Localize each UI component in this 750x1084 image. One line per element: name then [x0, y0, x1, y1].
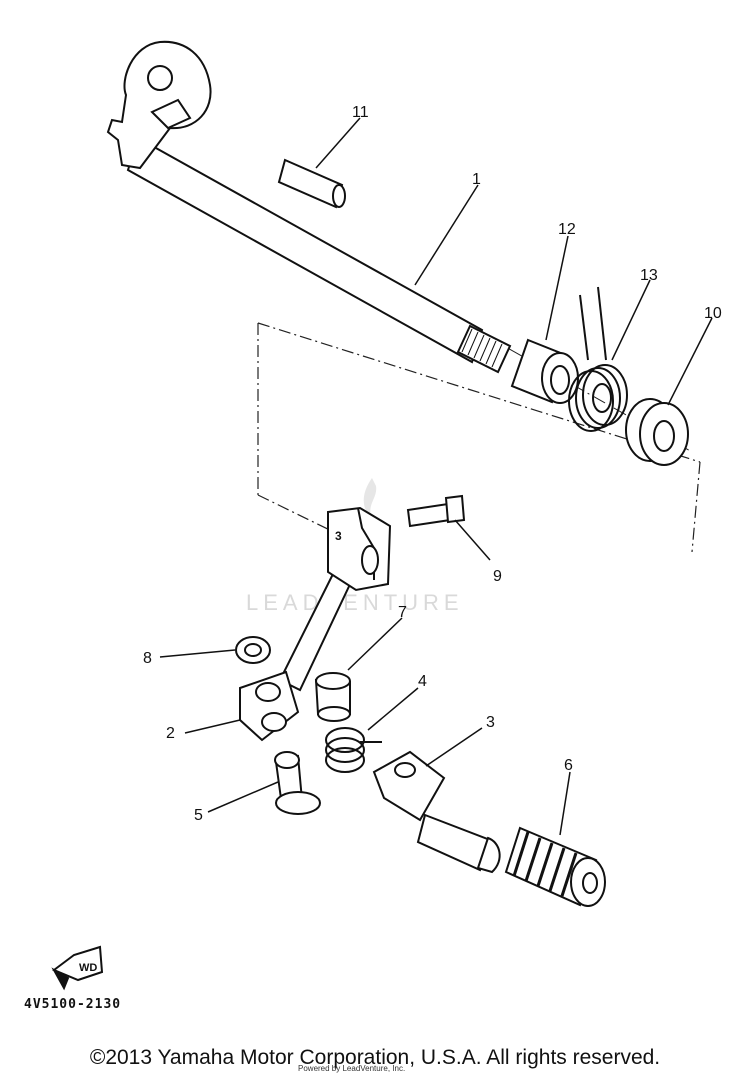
callout-11: 11 [352, 104, 369, 121]
part-3-shift-pedal [372, 750, 501, 874]
callout-13: 13 [640, 267, 658, 284]
callout-10: 10 [704, 305, 722, 322]
callout-5: 5 [194, 807, 203, 824]
callout-8: 8 [143, 650, 152, 667]
part-10-oil-seal [625, 398, 689, 466]
copyright-notice: ©2013 Yamaha Motor Corporation, U.S.A. A… [89, 1046, 661, 1069]
callout-1: 1 [472, 171, 481, 188]
part-12-collar [510, 338, 579, 404]
reference-box [257, 322, 701, 553]
part-1-shift-shaft [106, 40, 512, 374]
shaft-centerline [111, 124, 693, 453]
watermark-text: LEADVENTURE [246, 590, 464, 615]
callout-3: 3 [486, 714, 495, 731]
callout-3-arm-stamp: 3 [335, 529, 342, 543]
leader-lines [159, 117, 713, 836]
part-11-dowel-pin [277, 158, 346, 209]
part-13-return-spring [568, 286, 628, 432]
callout-6: 6 [564, 757, 573, 774]
watermark: LEADVENTURE [246, 478, 464, 615]
part-9-bolt [406, 494, 466, 528]
powered-by-credit: Powered by LeadVenture, Inc. [298, 1064, 406, 1073]
callout-7: 7 [398, 604, 407, 621]
fwd-label: WD [79, 962, 97, 974]
part-2-shift-arm [239, 506, 392, 742]
callout-9: 9 [493, 568, 502, 585]
callout-labels: 1 2 3 3 4 5 6 7 8 9 10 11 12 13 [143, 104, 722, 824]
diagram-part-number: 4V5100-2130 [24, 997, 121, 1012]
part-7-collar [314, 672, 351, 722]
part-4-spring [325, 727, 382, 773]
callout-2: 2 [166, 725, 175, 742]
part-5-bushing [274, 751, 321, 815]
part-8-washer [235, 636, 271, 664]
fwd-arrow-icon: WD [51, 945, 104, 991]
part-6-rubber-footrest [504, 826, 606, 907]
callout-12: 12 [558, 221, 576, 238]
callout-4: 4 [418, 673, 427, 690]
